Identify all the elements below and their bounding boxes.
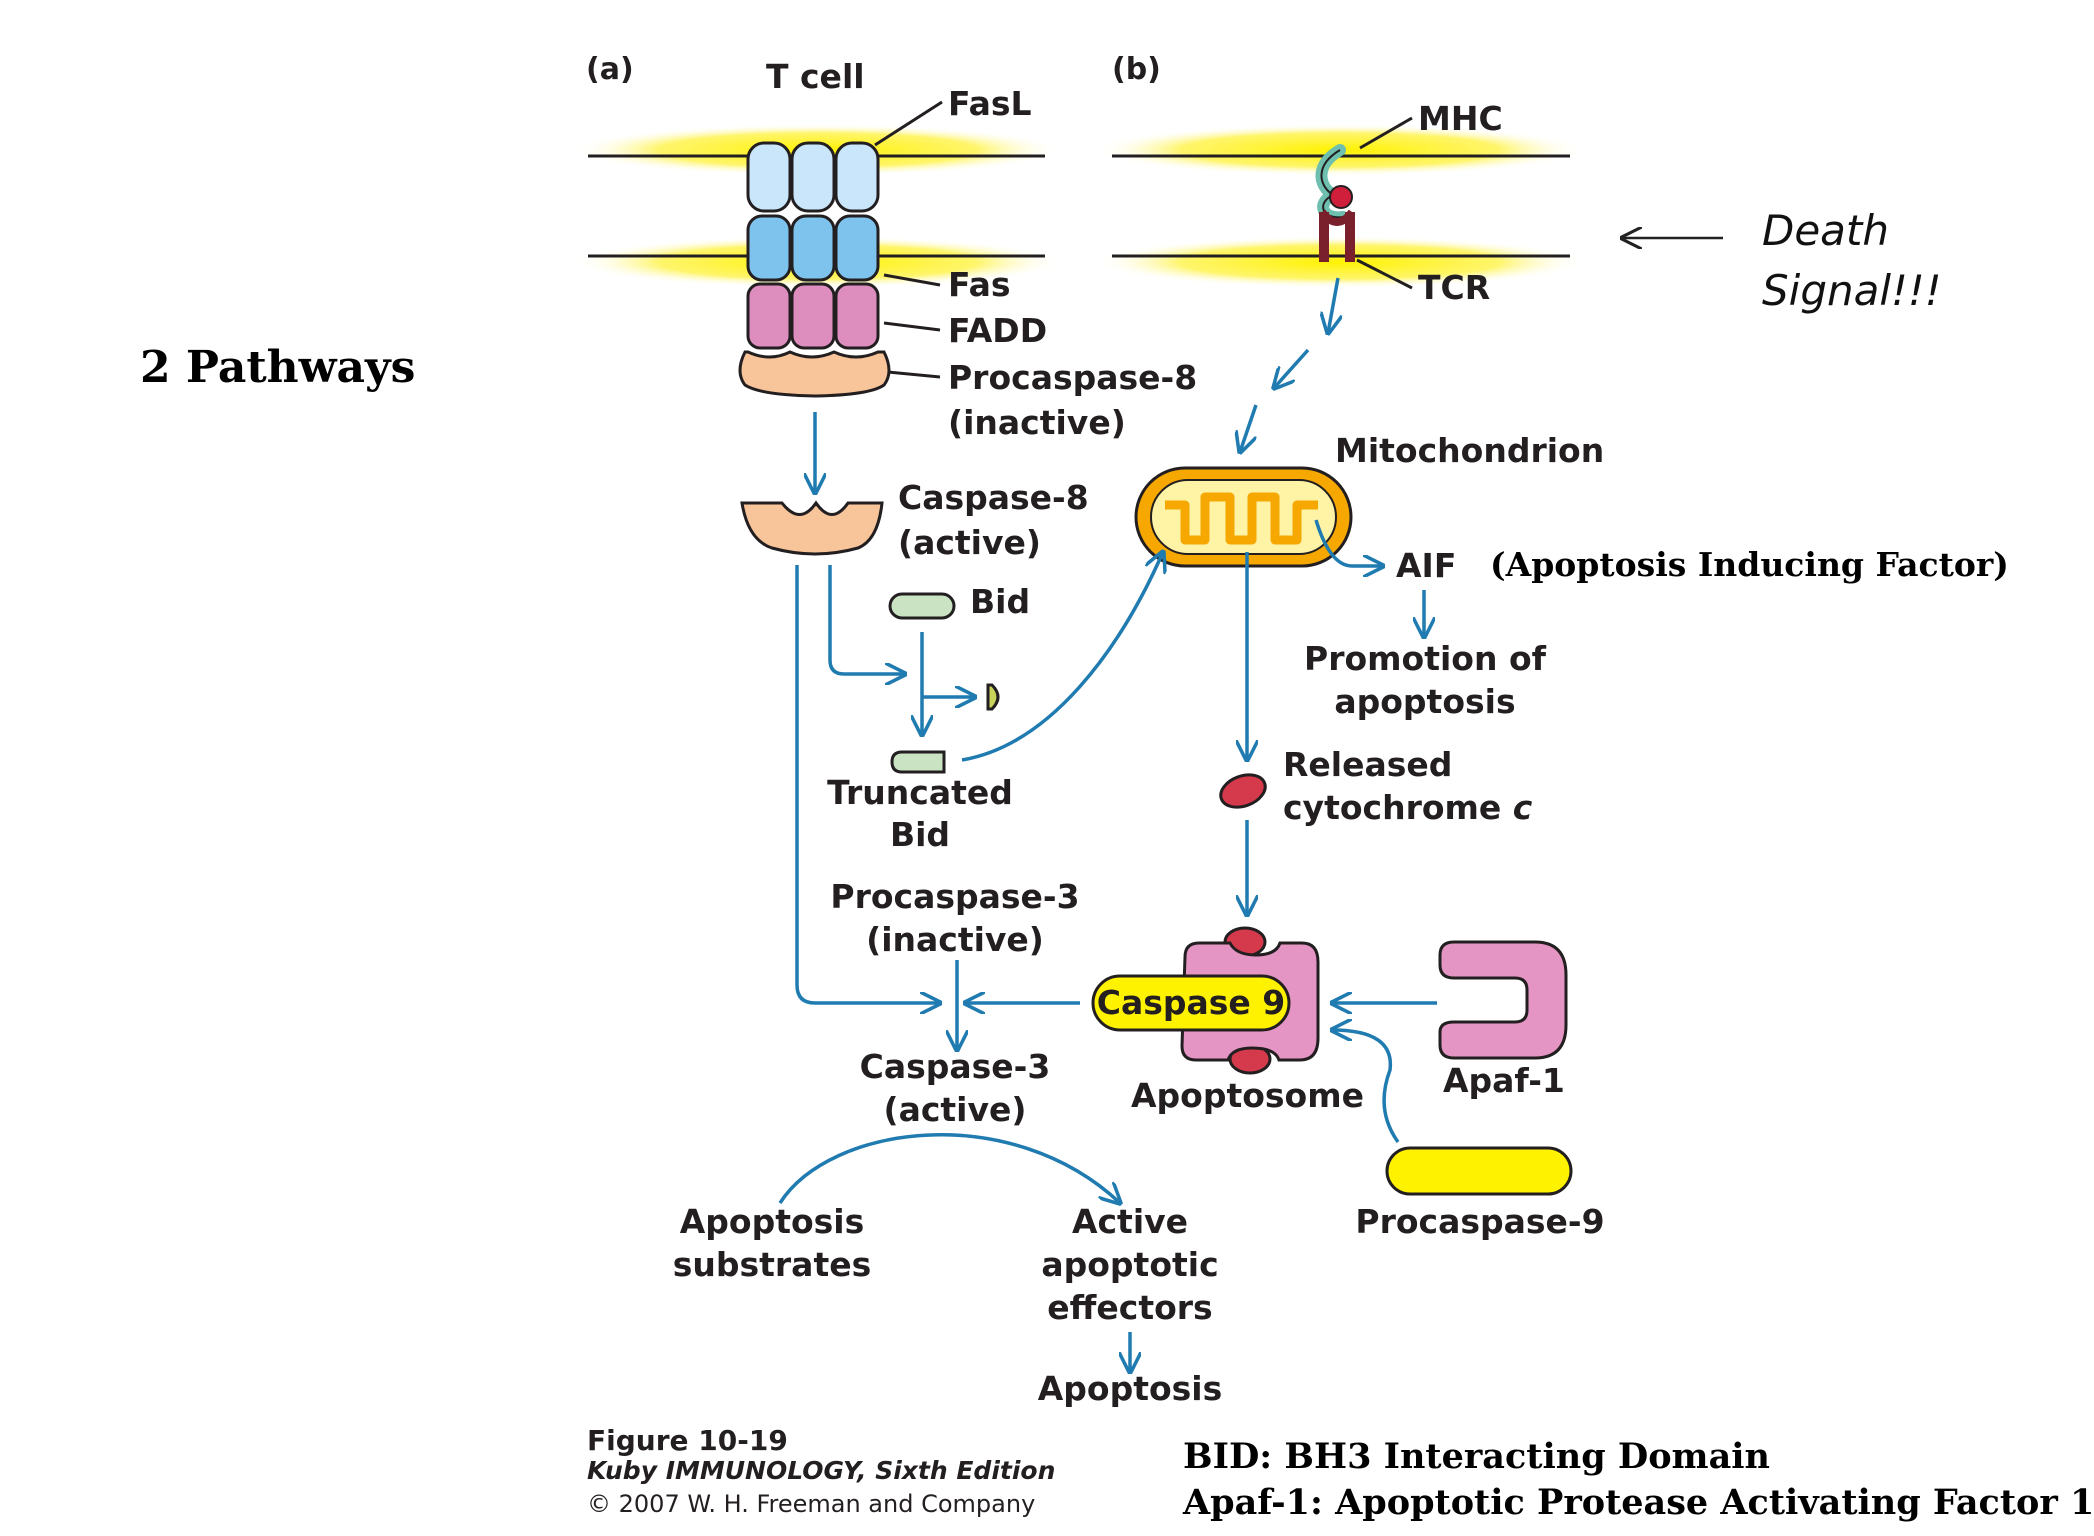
procaspase9-label: Procaspase-9 (1355, 1202, 1605, 1241)
death-signal-text-line1: Death (1762, 206, 1890, 255)
caspase9-pill (1091, 974, 1291, 1032)
mitochondrion-shape (1134, 466, 1353, 568)
substrates-label-line2: substrates (672, 1245, 872, 1284)
figure-copyright: © 2007 W. H. Freeman and Company (587, 1490, 1036, 1518)
procaspase3-label-line2: (inactive) (866, 920, 1044, 959)
apaf1-shape (1438, 940, 1568, 1060)
mitochondrion-label: Mitochondrion (1335, 431, 1605, 470)
procaspase8-label-line2: (inactive) (948, 403, 1126, 442)
aif-expansion: (Apoptosis Inducing Factor) (1490, 545, 2009, 584)
effectors-label-line1: Active (1071, 1202, 1189, 1241)
target-cell-membrane-b (1095, 236, 1585, 288)
t-cell-label: T cell (766, 57, 865, 96)
bid-fragment-shape (986, 683, 1000, 711)
fasl-trimer (746, 141, 880, 213)
apoptosis-label: Apoptosis (1037, 1369, 1223, 1408)
panel-a-label: (a) (586, 52, 634, 87)
caspase8-label-line1: Caspase-8 (898, 478, 1089, 517)
leader-lines (874, 100, 1413, 379)
caspase9-label: Caspase 9 (1096, 983, 1286, 1022)
caspase8-shape (740, 500, 884, 556)
mhc-label: MHC (1418, 99, 1503, 138)
caspase3-label-line2: (active) (883, 1090, 1027, 1129)
fas-trimer (746, 214, 880, 282)
truncated-bid-label-line2: Bid (889, 815, 951, 854)
figure-number: Figure 10-19 (587, 1424, 788, 1457)
cytochrome-c-shape (1219, 773, 1267, 809)
bid-shape (888, 592, 956, 620)
released-cytochrome-text: cytochrome (1283, 788, 1513, 827)
fasl-label: FasL (948, 84, 1032, 123)
caspase3-label-line1: Caspase-3 (859, 1047, 1051, 1086)
death-signal-text-line2: Signal!!! (1762, 266, 1942, 315)
substrates-label-line1: Apoptosis (679, 1202, 865, 1241)
tcr-label: TCR (1418, 268, 1491, 307)
procaspase9-shape (1385, 1146, 1573, 1196)
truncated-bid-shape (890, 750, 946, 774)
procaspase8-shape (738, 350, 891, 398)
bid-definition: BID: BH3 Interacting Domain (1183, 1436, 1771, 1477)
fadd-label: FADD (948, 311, 1048, 350)
apaf1-label: Apaf-1 (1443, 1061, 1565, 1100)
procaspase3-label-line1: Procaspase-3 (830, 877, 1080, 916)
pathways-label: 2 Pathways (140, 342, 416, 393)
truncated-bid-label-line1: Truncated (827, 773, 1013, 812)
mhc-tcr-complex (1315, 144, 1356, 262)
fas-label: Fas (948, 265, 1011, 304)
panel-b-label: (b) (1112, 52, 1161, 87)
effectors-label-line3: effectors (1047, 1288, 1213, 1327)
aif-label: AIF (1396, 546, 1457, 585)
fadd-trimer (746, 282, 880, 350)
apaf-definition: Apaf-1: Apoptotic Protease Activating Fa… (1183, 1482, 2094, 1523)
released-c-italic: c (1512, 788, 1533, 827)
promotion-label-line1: Promotion of (1304, 639, 1546, 678)
promotion-label-line2: apoptosis (1334, 682, 1516, 721)
apoptosis-slide: 2 Pathways Death Signal!!! (Apoptosis In… (140, 52, 2094, 1536)
procaspase8-label-line1: Procaspase-8 (948, 358, 1198, 397)
caspase8-label-line2: (active) (898, 523, 1041, 562)
figure-book-title: Kuby IMMUNOLOGY, Sixth Edition (587, 1456, 1056, 1485)
released-label-line2: cytochrome c (1283, 786, 1532, 829)
pathway-arrows (778, 277, 1437, 1372)
bid-label: Bid (970, 582, 1031, 621)
released-label-line1: Released (1283, 745, 1453, 784)
apoptosis-pathway-diagram (573, 100, 1723, 1536)
apoptosome-label: Apoptosome (1131, 1076, 1364, 1115)
effectors-label-line2: apoptotic (1041, 1245, 1219, 1284)
